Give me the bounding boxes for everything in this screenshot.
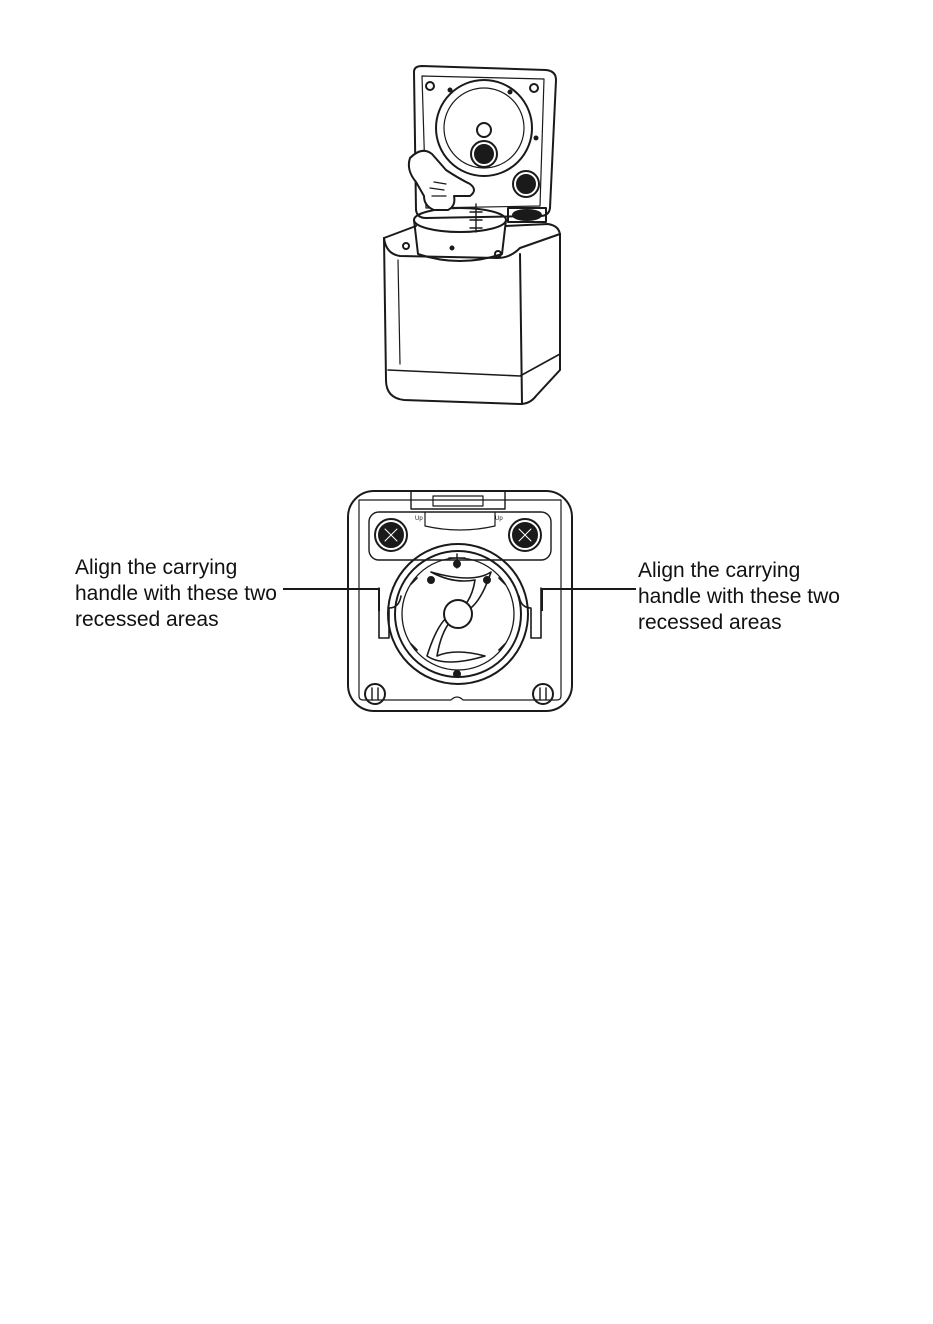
right-filter-icon [509, 519, 541, 551]
right-recessed-area [519, 588, 541, 638]
callout-left-line-2: handle with these two [75, 581, 277, 607]
chamber-top-view-diagram: Up Up [345, 488, 575, 716]
appliance-body [384, 208, 560, 404]
mixing-blade [427, 554, 491, 677]
callout-right: Align the carrying handle with these two… [638, 558, 840, 636]
callout-right-line-1: Align the carrying [638, 558, 840, 584]
hand [409, 151, 474, 210]
right-screw-icon [533, 684, 553, 704]
callout-left-line-3: recessed areas [75, 607, 277, 633]
callout-right-line-3: recessed areas [638, 610, 840, 636]
callout-left: Align the carrying handle with these two… [75, 555, 277, 633]
callout-left-line-1: Align the carrying [75, 555, 277, 581]
left-filter-icon [375, 519, 407, 551]
left-screw-icon [365, 684, 385, 704]
bucket [414, 204, 506, 261]
callout-right-line-2: handle with these two [638, 584, 840, 610]
up-label-right: Up [495, 516, 503, 522]
up-label-left: Up [415, 516, 423, 522]
appliance-open-lid-illustration [370, 58, 580, 418]
